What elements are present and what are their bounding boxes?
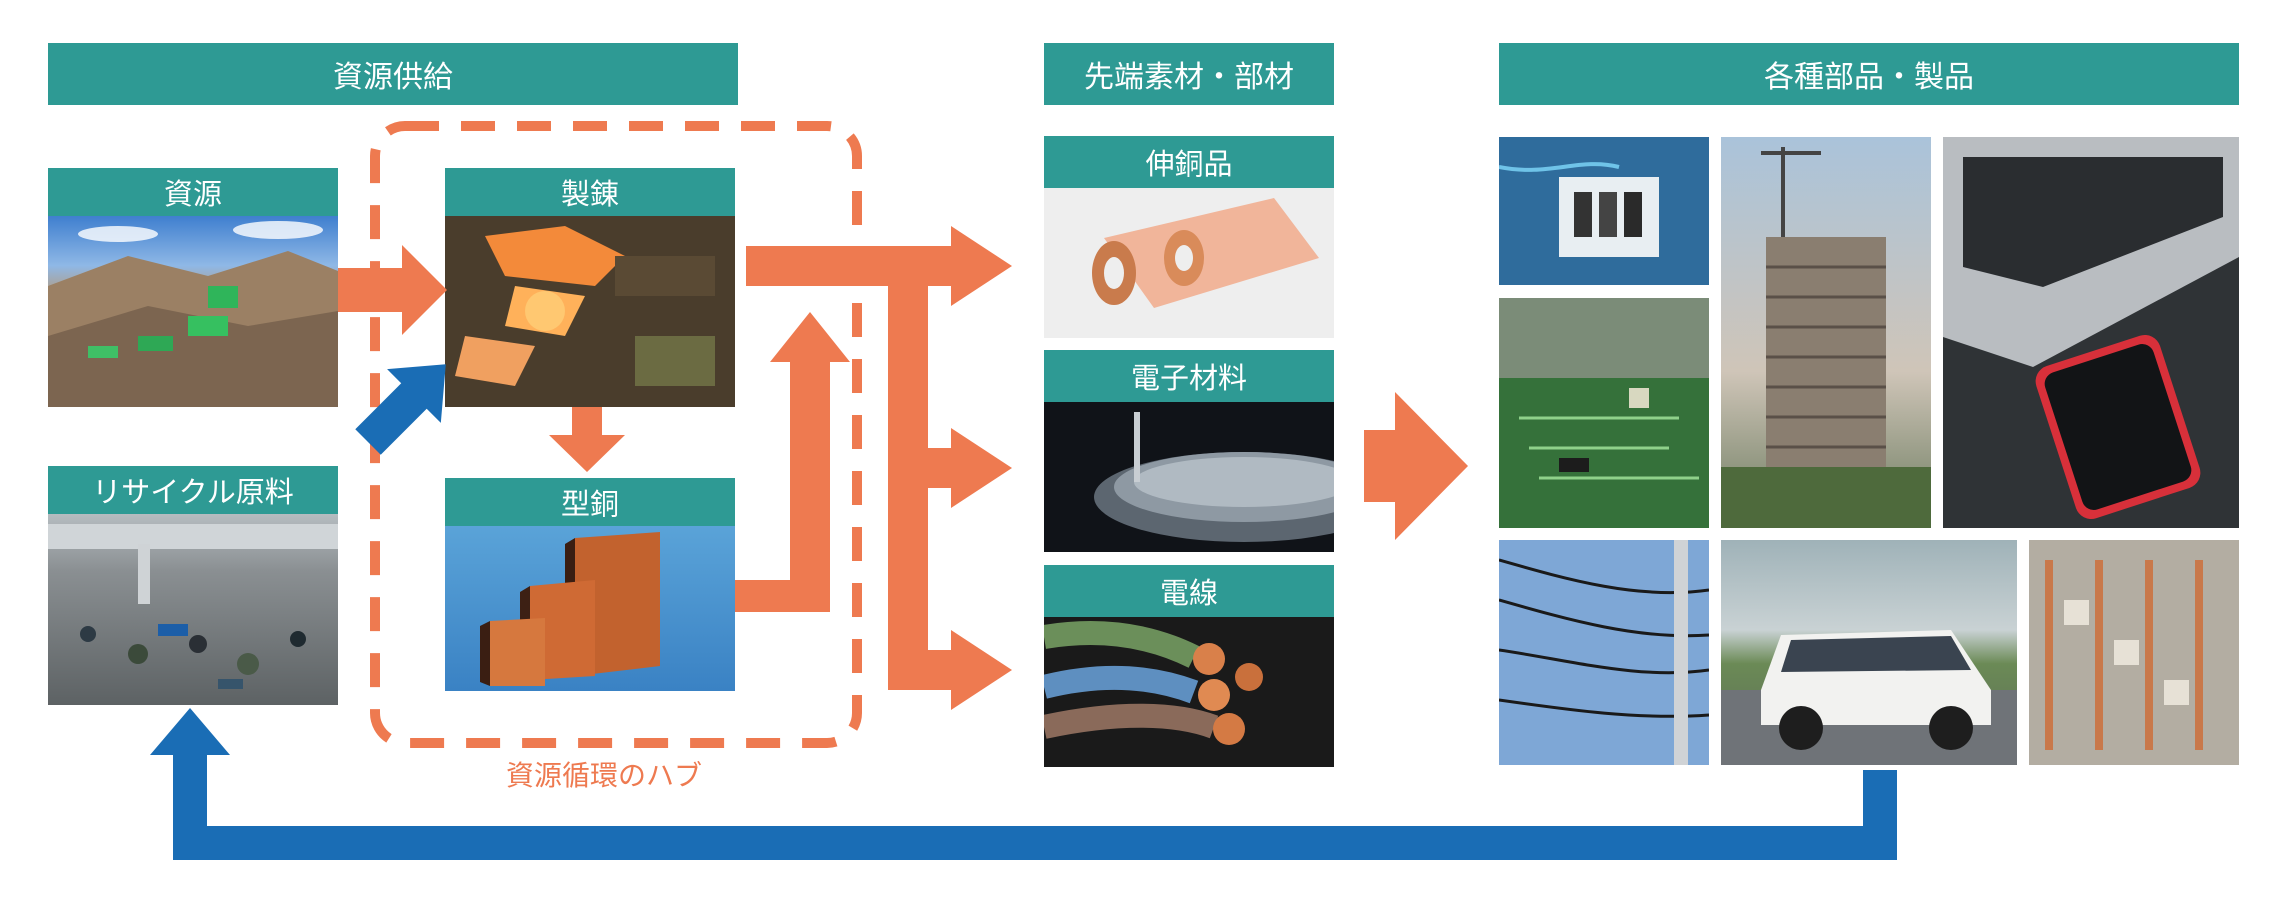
building-illustration (1721, 147, 1931, 528)
electrical-panel-illustration (1499, 137, 1709, 285)
loop-up-segment (173, 750, 207, 860)
mine-photo (48, 216, 338, 407)
header-advanced-materials: 先端素材・部材 (1044, 43, 1334, 105)
car-illustration (1721, 630, 2017, 765)
label-resource: 資源 (48, 168, 338, 216)
product-photo-laptop-phone (1943, 137, 2239, 528)
product-photo-circuit-board (1499, 298, 1709, 528)
header-products: 各種部品・製品 (1499, 43, 2239, 105)
product-photo-building (1721, 137, 1931, 528)
arrow-to-rolled-copper (951, 226, 1012, 306)
label-electronic-materials: 電子材料 (1044, 350, 1334, 402)
wire-illustration (1044, 621, 1263, 745)
product-photo-power-lines (1499, 540, 1709, 765)
rolled-copper-illustration (1092, 198, 1319, 308)
arrow-recycle-to-smelting (355, 364, 446, 455)
arrow-to-wire (951, 630, 1012, 710)
scrap-photo (48, 514, 338, 705)
smelting-photo (445, 216, 735, 407)
arrow-to-electronic-materials (951, 428, 1012, 508)
distributor-middle-bar (888, 448, 951, 488)
mine-illustration (48, 221, 338, 407)
smelting-illustration (445, 216, 735, 407)
label-cast-copper: 型銅 (445, 478, 735, 526)
arrow-to-recycle (150, 708, 230, 755)
arrow-to-products (1364, 392, 1468, 540)
power-lines-illustration (1499, 540, 1709, 765)
label-wire: 電線 (1044, 565, 1334, 617)
arrow-smelting-to-cast (549, 407, 625, 472)
electronic-materials-illustration (1094, 412, 1334, 542)
arrow-cast-up (735, 312, 850, 612)
header-supply: 資源供給 (48, 43, 738, 105)
scrap-illustration (48, 524, 338, 689)
label-rolled-copper: 伸銅品 (1044, 136, 1334, 188)
distributor-bottom-bar (888, 650, 951, 690)
label-recycle: リサイクル原料 (48, 466, 338, 514)
laptop-phone-illustration (1943, 137, 2239, 520)
lead-frame-illustration (2029, 540, 2239, 765)
circuit-board-illustration (1499, 298, 1709, 528)
wire-photo (1044, 617, 1334, 767)
hub-caption: 資源循環のハブ (506, 759, 703, 792)
electronic-materials-photo (1044, 402, 1334, 552)
product-photo-lead-frame (2029, 540, 2239, 765)
cast-copper-photo (445, 526, 735, 691)
product-photo-car (1721, 540, 2017, 765)
hub-dashed-box (370, 121, 862, 748)
cast-copper-illustration (480, 532, 660, 686)
product-photo-electrical-panel (1499, 137, 1709, 285)
label-smelting: 製錬 (445, 168, 735, 216)
arrow-resource-to-smelting (338, 245, 447, 335)
rolled-copper-photo (1044, 188, 1334, 338)
loop-bottom-segment (173, 826, 1897, 860)
